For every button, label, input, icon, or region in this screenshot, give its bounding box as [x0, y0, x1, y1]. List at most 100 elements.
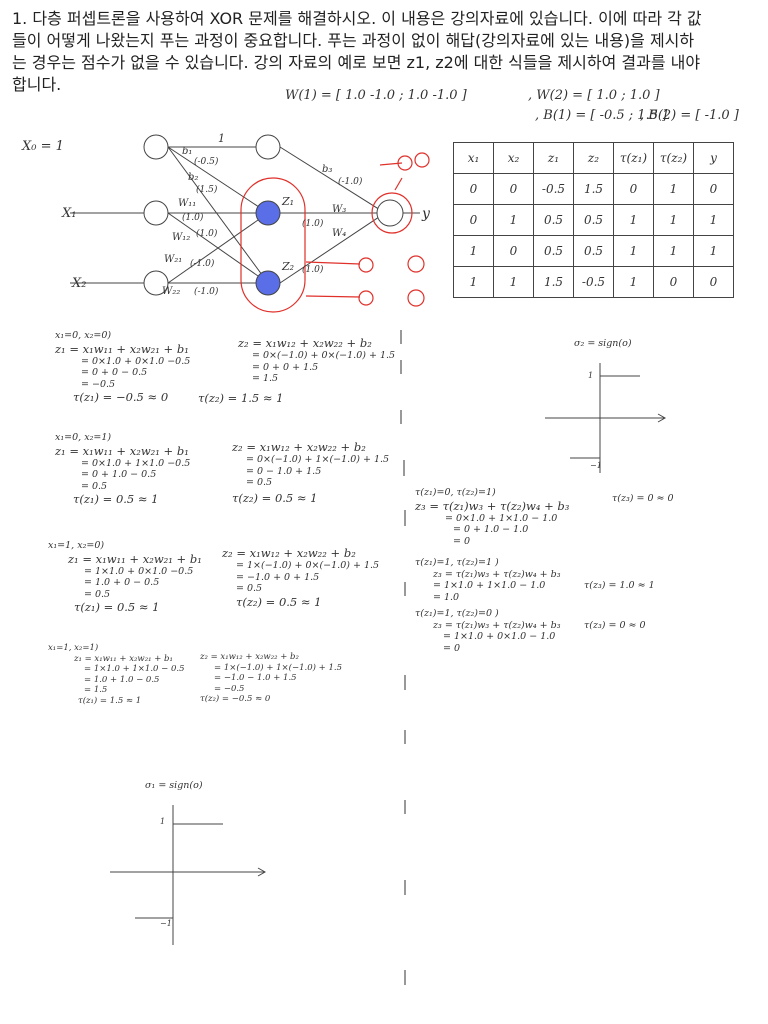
network-edges [70, 146, 420, 284]
work-line: = 0.5 [84, 588, 111, 600]
work-case-01-z2: z₂ = x₁w₁₂ + x₂w₂₂ + b₂ = 0×(−1.0) + 1×(… [232, 440, 389, 505]
weight-value-b1: (-0.5) [194, 156, 219, 167]
question-text: 1. 다층 퍼셉트론을 사용하여 XOR 문제를 해결하시오. 이 내용은 강의… [12, 8, 752, 96]
bias-label: 1 [218, 132, 225, 145]
work-line: = 1×1.0 + 1×1.0 − 0.5 [84, 664, 185, 674]
weight-label-b1: b₁ [182, 146, 192, 157]
work-line: z₂ = x₁w₁₂ + x₂w₂₂ + b₂ [232, 440, 366, 454]
work-line: z₁ = x₁w₁₁ + x₂w₂₁ + b₁ [68, 551, 202, 566]
weight-value-b2: (1.5) [196, 184, 218, 195]
matrix-w1: W(1) = [ 1.0 -1.0 ; 1.0 -1.0 ] [285, 88, 467, 103]
work-line: z₂ = x₁w₁₂ + x₂w₂₂ + b₂ [222, 546, 356, 560]
work-line: τ(z₂) = 0.5 ≈ 1 [236, 594, 322, 609]
table-row: 0 0 -0.5 1.5 0 1 0 [453, 173, 734, 205]
network-diagram: X₀ = 1 X₁ X₂ 1 Z₁ Z₂ y b₁ (-0.5) b₂ (1.5… [21, 132, 431, 313]
work-line: τ(z₂) = 1.5 ≈ 1 [198, 390, 284, 405]
weight-label-w22: W₂₂ [162, 286, 180, 297]
weight-label-w11: W₁₁ [178, 198, 196, 209]
truth-table: x₁ x₂ z₁ z₂ τ(z₁) τ(z₂) y 0 0 -0.5 1.5 0… [453, 142, 734, 298]
work-line: = 1.0 [433, 591, 460, 603]
sign-plot-bottom: 1 −1 [110, 805, 267, 945]
weight-label-w21: W₂₁ [164, 254, 182, 265]
hidden-label-z2: Z₂ [281, 260, 294, 273]
work-output-case2: τ(z₁)=1, τ(z₂)=1 ) z₃ = τ(z₁)w₃ + τ(z₂)w… [415, 557, 561, 603]
work-line: = 0.5 [81, 480, 108, 492]
work-line: = 0 + 0 − 0.5 [81, 367, 148, 378]
work-line: z₃ = τ(z₁)w₃ + τ(z₂)w₄ + b₃ [433, 619, 561, 631]
work-line: = 0×(−1.0) + 1×(−1.0) + 1.5 [246, 454, 390, 465]
input-node-x2 [143, 270, 169, 296]
work-line: = −1.0 + 0 + 1.5 [236, 571, 320, 583]
work-line: τ(z₁)=0, τ(z₂)=1) [415, 487, 496, 498]
input-node-x1 [143, 200, 169, 226]
table-cell: 0 [653, 266, 694, 298]
table-cell: -0.5 [573, 266, 614, 298]
table-cell: 1 [493, 204, 534, 236]
table-cell: 0 [453, 204, 494, 236]
table-cell: 0 [453, 173, 494, 205]
weight-value-w4: (1.0) [302, 264, 324, 275]
hidden-layer-highlight [240, 177, 306, 313]
sign-plot-top: 1 −1 [545, 363, 667, 473]
work-line: τ(z₁) = 1.5 ≈ 1 [78, 695, 142, 706]
work-line: = 0.5 [236, 583, 263, 594]
work-case-10-z2: z₂ = x₁w₁₂ + x₂w₂₂ + b₂ = 1×(−1.0) + 0×(… [222, 546, 379, 609]
table-cell: 1 [453, 266, 494, 298]
work-line: = 1×1.0 + 0×1.0 − 1.0 [443, 631, 556, 642]
output-highlight [371, 192, 413, 234]
work-line: = −1.0 − 1.0 + 1.5 [214, 673, 297, 683]
work-line: = 1×1.0 + 0×1.0 −0.5 [84, 565, 194, 577]
input-label-x2: X₂ [71, 276, 86, 291]
work-line: z₂ = x₁w₁₂ + x₂w₂₂ + b₂ [200, 652, 299, 662]
work-case-10-z1: x₁=1, x₂=0) z₁ = x₁w₁₁ + x₂w₂₁ + b₁ = 1×… [48, 540, 202, 614]
matrix-b1: , B(1) = [ -0.5 ; 1.5 ] [535, 108, 668, 123]
work-line: z₁ = x₁w₁₁ + x₂w₂₁ + b₁ [74, 653, 173, 664]
work-line: τ(z₁) = 0.5 ≈ 1 [74, 600, 160, 614]
work-case-00-z2: z₂ = x₁w₁₂ + x₂w₂₂ + b₂ = 0×(−1.0) + 0×(… [198, 336, 395, 405]
matrix-w2: , W(2) = [ 1.0 ; 1.0 ] [528, 88, 660, 103]
input-node-x0 [143, 134, 169, 160]
work-line: z₁ = x₁w₁₁ + x₂w₂₁ + b₁ [55, 341, 189, 356]
work-line: x₁=0, x₂=1) [55, 432, 112, 443]
table-header-cell: τ(z₁) [613, 142, 654, 174]
work-line: τ(z₁) = 0.5 ≈ 1 [73, 492, 159, 506]
work-line: = 0 + 1.0 − 0.5 [81, 469, 157, 480]
table-cell: 0 [693, 173, 734, 205]
sign-plot-bottom-tick-neg: −1 [160, 919, 172, 928]
table-header-cell: τ(z₂) [653, 142, 694, 174]
table-header-cell: z₁ [533, 142, 574, 174]
work-line: x₁=0, x₂=0) [55, 330, 112, 341]
work-line: = 0 [453, 535, 471, 547]
work-line: τ(z₁) = −0.5 ≈ 0 [73, 390, 169, 404]
weight-value-w12: (1.0) [196, 228, 218, 239]
hidden-label-z1: Z₁ [281, 195, 294, 208]
hidden-node-z2 [255, 270, 281, 296]
table-row: 1 1 1.5 -0.5 1 0 0 [453, 266, 734, 298]
input-label-x0: X₀ = 1 [21, 139, 64, 154]
output-label: y [421, 206, 431, 222]
table-cell: 1.5 [573, 173, 614, 205]
work-case-11-z1: x₁=1, x₂=1) z₁ = x₁w₁₁ + x₂w₂₁ + b₁ = 1×… [48, 643, 185, 706]
work-line: τ(z₂) = −0.5 ≈ 0 [200, 694, 271, 704]
work-line: = 0 [443, 642, 461, 654]
work-line: = 0 + 0 + 1.5 [252, 361, 319, 373]
table-cell: 1 [613, 235, 654, 267]
table-row: 0 1 0.5 0.5 1 1 1 [453, 204, 734, 236]
work-line: = 1.5 [252, 373, 279, 384]
work-line: = 1×(−1.0) + 1×(−1.0) + 1.5 [214, 662, 342, 673]
work-line: τ(z₁)=1, τ(z₂)=0 ) [415, 608, 499, 619]
table-cell: 0.5 [533, 204, 574, 236]
work-output-case1-result: τ(z₃) = 0 ≈ 0 [612, 493, 674, 504]
table-cell: 0 [493, 173, 534, 205]
weight-label-w12: W₁₂ [172, 232, 190, 243]
sign-plot-bottom-tick-pos: 1 [160, 817, 165, 826]
work-line: = 1.5 [84, 685, 108, 695]
question-line: 합니다. [12, 75, 62, 94]
separator-marks [400, 330, 406, 985]
weight-label-w3: W₃ [332, 204, 346, 215]
table-row: 1 0 0.5 0.5 1 1 1 [453, 235, 734, 267]
table-cell: 1 [653, 173, 694, 205]
work-line: = 0×1.0 + 1×1.0 −0.5 [81, 457, 191, 469]
table-cell: 1 [453, 235, 494, 267]
table-header-cell: x₂ [493, 142, 534, 174]
